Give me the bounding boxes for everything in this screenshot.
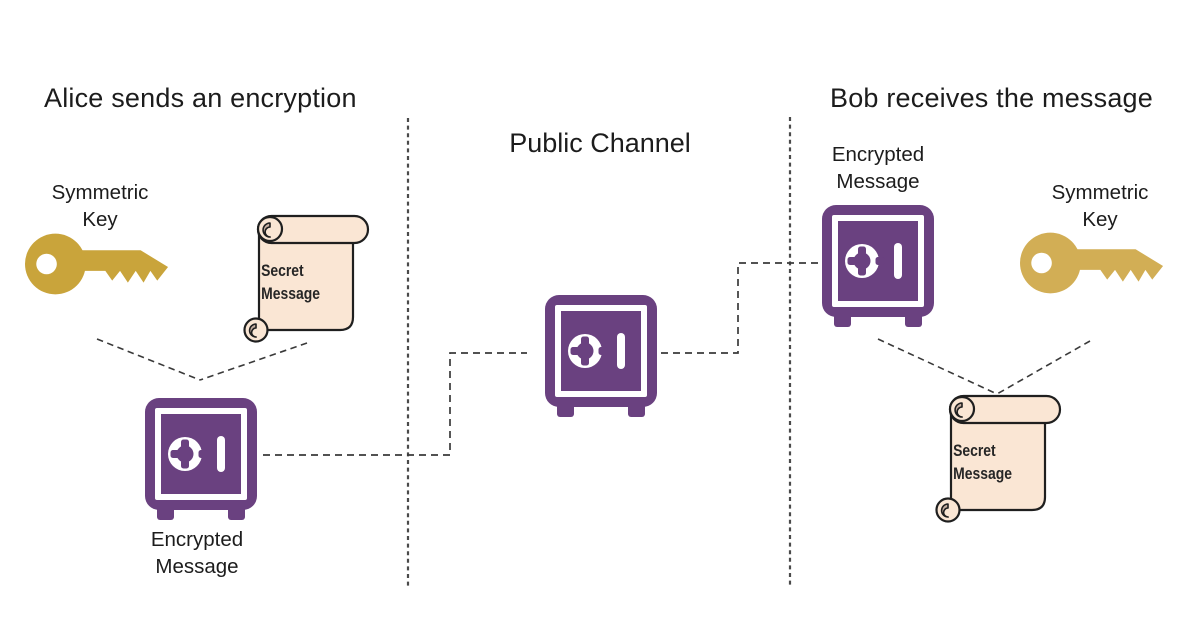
symmetric-key-label-right: Symmetric Key bbox=[1051, 181, 1149, 231]
connector-key-to-safe-left bbox=[96, 338, 201, 381]
connector-channel-to-safe bbox=[661, 262, 818, 354]
scroll-icon: Secret Message bbox=[243, 213, 370, 343]
encrypted-message-label-left: Encrypted Message bbox=[150, 528, 244, 578]
key-icon bbox=[1020, 227, 1165, 299]
connector-scroll-to-safe-left bbox=[199, 342, 308, 381]
secret-message-text-right: Secret Message bbox=[953, 441, 1012, 483]
connector-safe-to-scroll-right bbox=[877, 338, 998, 395]
safe-icon bbox=[822, 205, 934, 328]
bob-section-title: Bob receives the message bbox=[830, 83, 1153, 113]
connector-safe-to-channel bbox=[263, 352, 527, 456]
scroll-icon: Secret Message bbox=[935, 393, 1062, 523]
secret-message-text-left: Secret Message bbox=[261, 261, 320, 303]
safe-icon bbox=[145, 398, 257, 521]
key-icon bbox=[25, 228, 170, 300]
safe-icon bbox=[545, 295, 657, 418]
public-channel-title: Public Channel bbox=[509, 128, 691, 158]
alice-section-title: Alice sends an encryption bbox=[44, 83, 357, 113]
connector-key-to-scroll-right bbox=[996, 340, 1091, 395]
encrypted-message-label-right: Encrypted Message bbox=[831, 143, 925, 193]
symmetric-key-label-left: Symmetric Key bbox=[51, 181, 149, 231]
